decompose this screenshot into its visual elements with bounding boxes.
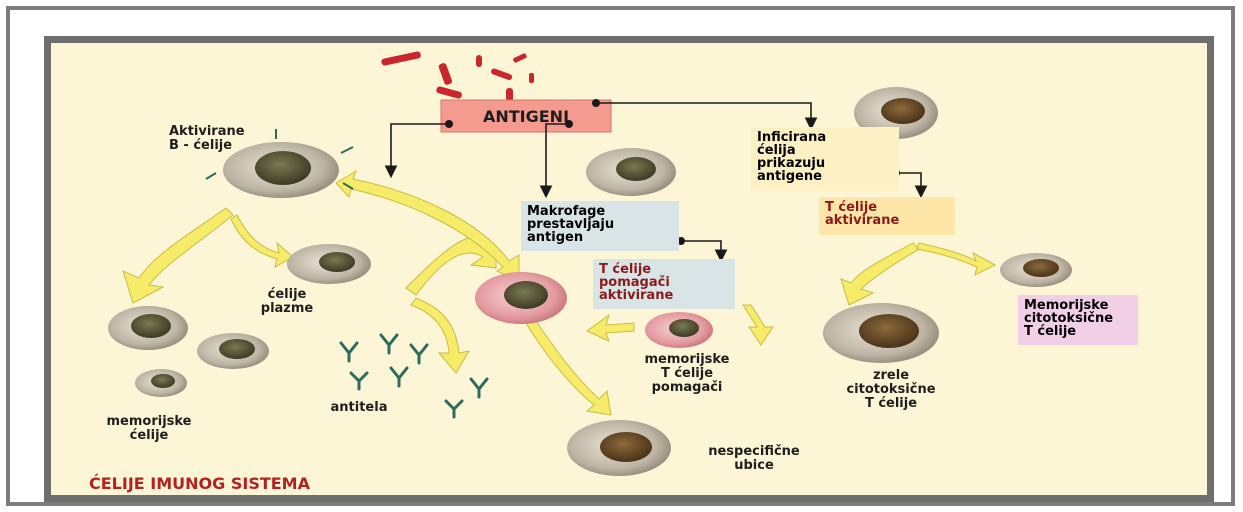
memory-helper-t-cell: [645, 312, 713, 348]
natural-killer-cell: [567, 420, 671, 476]
outer-frame: ANTIGENI: [6, 6, 1235, 506]
mature-cytotoxic-cell: [823, 303, 939, 363]
plasma-cell: [287, 244, 371, 284]
diagram-panel: ANTIGENI: [44, 36, 1214, 502]
antigen-label: ANTIGENI: [483, 107, 569, 126]
memory-cytotoxic-cell: [1000, 253, 1072, 287]
macrophage-cell: [586, 148, 676, 196]
antigen-particles: [381, 51, 534, 102]
helper-t-cell: [475, 272, 567, 324]
memory-b-cells: [108, 306, 269, 397]
diagram-title: ĆELIJE IMUNOG SISTEMA: [89, 475, 409, 493]
antibodies-label: antitela: [319, 401, 399, 415]
